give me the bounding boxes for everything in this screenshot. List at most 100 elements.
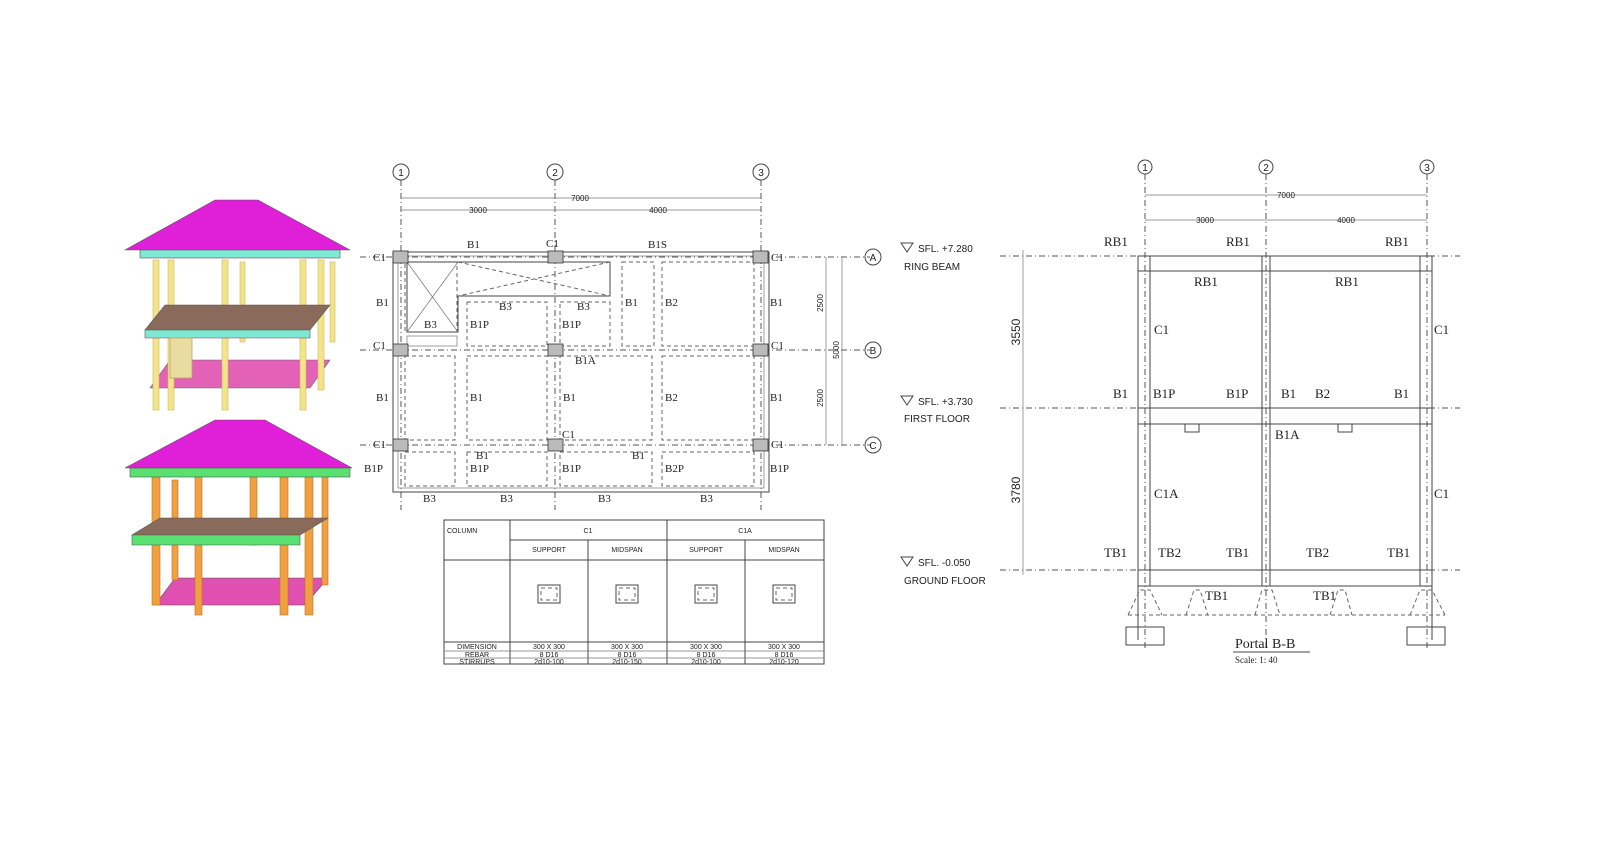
level-ground-sfl: SFL. -0.050 xyxy=(918,558,971,569)
plan-r1-b3-a: B3 xyxy=(424,319,437,331)
plan-col-top-3: C1 xyxy=(771,252,784,264)
plan-dim-total: 7000 xyxy=(571,194,589,203)
table-sub-4: MIDSPAN xyxy=(768,547,799,554)
table-row-stirrups-1: 2d10-100 xyxy=(534,659,564,666)
section-col-c1-left: C1 xyxy=(1154,322,1169,337)
table-row-stirrups-label: STIRRUPS xyxy=(459,659,495,666)
height-upper: 3550 xyxy=(1009,318,1023,345)
plan-grid-1: 1 xyxy=(398,168,404,179)
plan-b3-bottom-2: B3 xyxy=(500,493,513,505)
table-row-rebar-4: 8 D16 xyxy=(775,652,794,659)
plan-col-top-2: C1 xyxy=(546,238,559,250)
plan-b3-bottom-1: B3 xyxy=(423,493,436,505)
table-col-header: COLUMN xyxy=(447,528,477,535)
table-row-stirrups-4: 2d10-120 xyxy=(769,659,799,666)
table-sub-2: MIDSPAN xyxy=(611,547,642,554)
table-row-rebar-1: 8 D16 xyxy=(540,652,559,659)
table-sub-3: SUPPORT xyxy=(689,547,723,554)
plan-grid-B: B xyxy=(870,346,877,357)
plan-b3-bottom-4: B3 xyxy=(700,493,713,505)
level-first-name: FIRST FLOOR xyxy=(904,414,970,425)
plan-col-mid-1: C1 xyxy=(373,340,386,352)
section-mid-tag-6: B1 xyxy=(1394,386,1409,401)
plan-r3-b1p-c: B1P xyxy=(562,463,581,475)
plan-col-bot-2: C1 xyxy=(562,429,575,441)
plan-col-bot-1: C1 xyxy=(373,439,386,451)
plan-dim-v-bottom: 2500 xyxy=(816,389,825,407)
table-row-rebar-label: REBAR xyxy=(465,652,489,659)
plan-r1-b3-b: B3 xyxy=(499,301,512,313)
level-markers: SFL. +7.280 RING BEAM SFL. +3.730 FIRST … xyxy=(900,242,986,587)
section-ring-beam-2: RB1 xyxy=(1335,274,1359,289)
column-schedule-table: COLUMN C1 C1A SUPPORT MIDSPAN SUPPORT MI… xyxy=(443,519,825,666)
plan-b3-bottom-3: B3 xyxy=(598,493,611,505)
section-bot-tag-5: TB1 xyxy=(1387,545,1410,560)
portal-section: 1 2 3 7000 3000 4000 SFL. +7.280 RING BE… xyxy=(900,159,1460,665)
plan-beam-top-b1s: B1S xyxy=(648,239,667,251)
level-ring-name: RING BEAM xyxy=(904,262,960,273)
section-dim-total: 7000 xyxy=(1277,191,1295,200)
building-3d-model-roof-view-icon xyxy=(123,199,351,411)
section-mid-beam: B1A xyxy=(1275,427,1300,442)
section-dim-left: 3000 xyxy=(1196,216,1214,225)
section-grid-3: 3 xyxy=(1424,163,1430,174)
section-grid-2: 2 xyxy=(1263,163,1269,174)
section-mid-tag-3: B1P xyxy=(1226,386,1248,401)
table-row-dimension-1: 300 X 300 xyxy=(533,644,565,651)
section-col-c1a: C1A xyxy=(1154,486,1179,501)
plan-r1-b1p-b: B1P xyxy=(562,319,581,331)
column-section-icon xyxy=(537,584,796,604)
section-bot-tag-3: TB1 xyxy=(1226,545,1249,560)
plan-r1-b3-c: B3 xyxy=(577,301,590,313)
plan-col-top-1: C1 xyxy=(373,252,386,264)
plan-grid-2: 2 xyxy=(552,168,558,179)
table-row-stirrups-2: 2d10-150 xyxy=(612,659,642,666)
plan-col-mid-2: C1 xyxy=(771,340,784,352)
level-first-sfl: SFL. +3.730 xyxy=(918,397,973,408)
section-tie-beam-1: TB1 xyxy=(1205,588,1228,603)
plan-r3-b2p: B2P xyxy=(665,463,684,475)
section-bot-tag-4: TB2 xyxy=(1306,545,1329,560)
plan-r1-b1-mid: B1 xyxy=(625,297,638,309)
height-lower: 3780 xyxy=(1009,476,1023,503)
plan-b1a: B1A xyxy=(575,355,596,367)
floor-plan: 1 2 3 7000 3000 4000 A B C 2500 5000 250… xyxy=(360,163,882,510)
building-3d-model-bottom xyxy=(124,419,353,616)
building-3d-model-structure-view-icon xyxy=(124,419,353,616)
plan-grid-C: C xyxy=(869,441,876,452)
plan-dim-v-total: 5000 xyxy=(832,341,841,359)
section-ring-beam-1: RB1 xyxy=(1194,274,1218,289)
table-row-dimension-4: 300 X 300 xyxy=(768,644,800,651)
section-bot-tag-2: TB2 xyxy=(1158,545,1181,560)
section-top-tag-3: RB1 xyxy=(1385,234,1409,249)
section-mid-tag-1: B1 xyxy=(1113,386,1128,401)
section-dim-right: 4000 xyxy=(1337,216,1355,225)
plan-r3-b1-a: B1 xyxy=(476,450,489,462)
table-row-dimension-label: DIMENSION xyxy=(457,644,497,651)
section-title: Portal B-B xyxy=(1235,637,1295,652)
plan-r3-b1p-d: B1P xyxy=(770,463,789,475)
plan-r3-b1-b: B1 xyxy=(632,450,645,462)
level-ground-name: GROUND FLOOR xyxy=(904,576,986,587)
plan-r2-b1-c: B1 xyxy=(563,392,576,404)
table-row-dimension-3: 300 X 300 xyxy=(690,644,722,651)
section-mid-tag-4: B1 xyxy=(1281,386,1296,401)
table-group-c1a: C1A xyxy=(738,528,752,535)
plan-grid-3: 3 xyxy=(758,168,764,179)
plan-col-bot-3: C1 xyxy=(771,439,784,451)
table-sub-1: SUPPORT xyxy=(532,547,566,554)
plan-r1-b1p-a: B1P xyxy=(470,319,489,331)
section-tie-beam-2: TB1 xyxy=(1313,588,1336,603)
section-col-c1-right: C1 xyxy=(1434,322,1449,337)
section-col-c1-lower: C1 xyxy=(1434,486,1449,501)
plan-dim-v-top: 2500 xyxy=(816,294,825,312)
plan-r2-b2: B2 xyxy=(665,392,678,404)
plan-dim-left: 3000 xyxy=(469,206,487,215)
plan-r1-b2: B2 xyxy=(665,297,678,309)
table-group-c1: C1 xyxy=(584,528,593,535)
table-row-rebar-3: 8 D16 xyxy=(697,652,716,659)
level-ring-sfl: SFL. +7.280 xyxy=(918,244,973,255)
plan-grid-A: A xyxy=(870,253,877,264)
table-row-dimension-2: 300 X 300 xyxy=(611,644,643,651)
